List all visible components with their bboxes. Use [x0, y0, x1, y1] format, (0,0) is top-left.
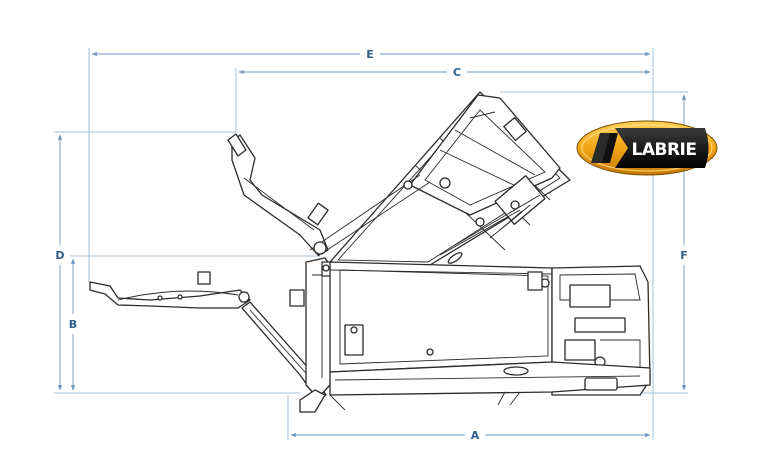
- logo-text: LABRIE: [632, 140, 697, 160]
- labrie-logo: LABRIE: [576, 120, 718, 176]
- dimension-a-label: A: [471, 429, 480, 442]
- lowered-body: [299, 257, 651, 413]
- dimension-c: C: [235, 66, 651, 132]
- raised-arm: [227, 133, 431, 257]
- dimension-b-label: B: [69, 318, 77, 331]
- lowered-arm: [89, 271, 251, 309]
- strut: [241, 289, 327, 401]
- dimension-e: E: [88, 48, 654, 440]
- dimension-d-label: D: [55, 249, 64, 262]
- raised-body: [329, 91, 571, 269]
- dimension-d: D: [54, 131, 300, 394]
- dimension-a: A: [287, 395, 651, 442]
- dimension-e-label: E: [366, 48, 374, 61]
- dimension-f-label: F: [680, 249, 688, 262]
- dimension-b: B: [69, 255, 320, 391]
- dimension-c-label: C: [453, 66, 461, 79]
